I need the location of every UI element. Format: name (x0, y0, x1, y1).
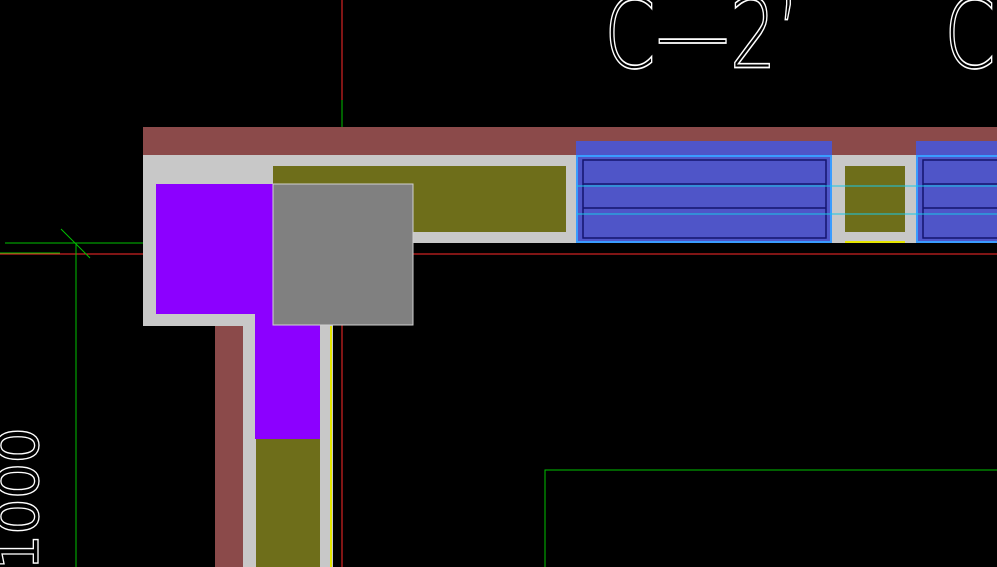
green-room-outline (544, 469, 997, 567)
purple-column-main (156, 184, 273, 314)
wall-brown-band-left (215, 326, 245, 567)
axis-label-c: C— (944, 0, 997, 91)
dimension-label: 1000 (0, 427, 52, 567)
rebar-outline-2 (922, 159, 997, 239)
beam-body (576, 155, 832, 243)
gray-column (272, 183, 414, 326)
rebar-outline (582, 159, 827, 239)
beam-top-band-2 (916, 141, 997, 157)
beam-gap-olive (832, 155, 918, 243)
beam-segment-2 (916, 141, 997, 243)
green-dimension-tick (60, 228, 91, 259)
cyan-alignment-lines (577, 185, 997, 215)
beam-gap-core (845, 166, 905, 232)
beam-top-band (576, 141, 832, 157)
beam-segment-1 (576, 141, 832, 243)
axis-label-c2: C—2’ (604, 0, 800, 91)
purple-column (156, 184, 320, 439)
wall-brown-band-top (143, 127, 997, 157)
beam-body-2 (916, 155, 997, 243)
